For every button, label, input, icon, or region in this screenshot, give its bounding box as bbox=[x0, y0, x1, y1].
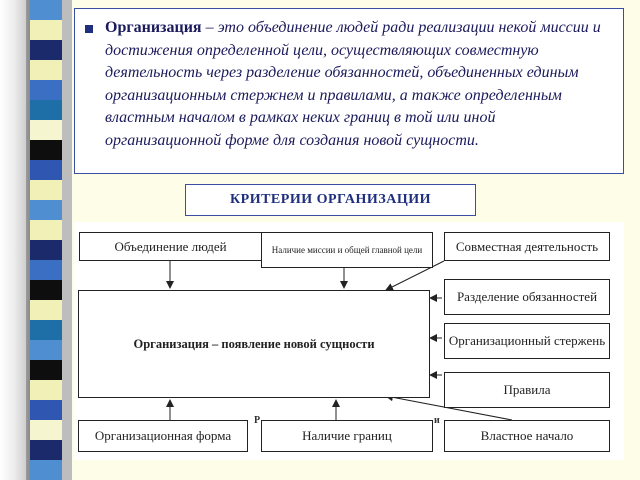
box-rules: Правила bbox=[444, 372, 610, 408]
criteria-diagram: Объединение людей Наличие миссии и общей… bbox=[74, 222, 624, 460]
caption-fragment-end: и bbox=[434, 415, 440, 426]
criteria-title: КРИТЕРИИ ОРГАНИЗАЦИИ bbox=[185, 184, 476, 216]
box-joint-activity: Совместная деятельность bbox=[444, 232, 610, 261]
box-people-union: Объединение людей bbox=[79, 232, 262, 261]
definition-text: Организация – это объединение людей ради… bbox=[105, 17, 613, 152]
gray-divider-bar bbox=[62, 0, 72, 480]
box-org-form: Организационная форма bbox=[78, 420, 248, 452]
mosaic-decoration bbox=[30, 0, 62, 480]
definition-body: – это объединение людей ради реализации … bbox=[105, 19, 601, 149]
center-label: Организация – появление новой сущности bbox=[133, 337, 375, 351]
definition-term: Организация bbox=[105, 19, 202, 36]
caption-fragment: Р bbox=[254, 415, 261, 426]
definition-box: Организация – это объединение людей ради… bbox=[74, 8, 624, 174]
box-power-origin: Властное начало bbox=[444, 420, 610, 452]
box-duty-division: Разделение обязанностей bbox=[444, 279, 610, 315]
box-org-core: Организационный стержень bbox=[444, 323, 610, 359]
box-center-new-entity: Организация – появление новой сущности bbox=[78, 290, 430, 398]
arrow-bottom-right bbox=[385, 393, 513, 421]
box-boundaries: Наличие границ bbox=[261, 420, 433, 452]
box-mission-goal: Наличие миссии и общей главной цели bbox=[261, 232, 433, 268]
arrow-right-1 bbox=[385, 260, 445, 291]
diagram-arrows bbox=[166, 260, 513, 421]
bullet-icon bbox=[85, 25, 93, 33]
